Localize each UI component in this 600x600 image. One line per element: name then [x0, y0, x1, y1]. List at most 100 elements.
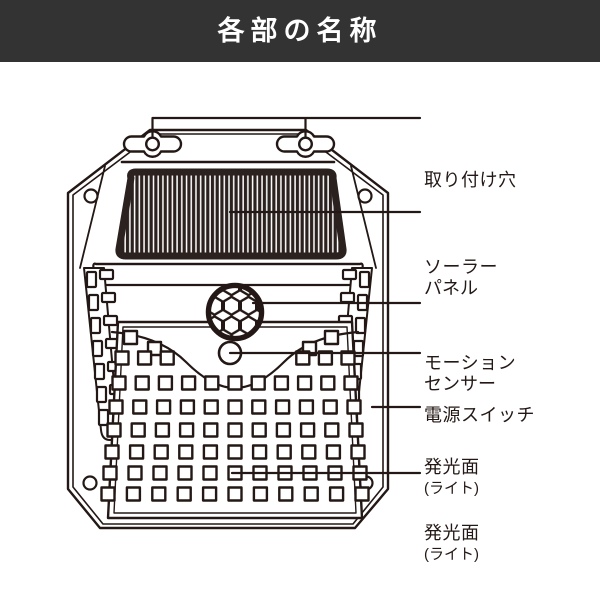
led-cell: [295, 350, 311, 366]
led-cell: [299, 422, 316, 438]
callout-mounting-holes: 取り付け穴: [424, 170, 517, 191]
callout-motion-sensor-sub: センサー: [424, 374, 496, 394]
led-cell: [276, 444, 292, 460]
screw-hole-upper-left: [83, 188, 99, 204]
motion-sensor-outline: [208, 285, 262, 339]
led-cell: [273, 375, 290, 391]
led-cell: [320, 375, 336, 391]
led-cell: [227, 375, 243, 391]
callout-light-face-2: 発光面 (ライト): [424, 523, 480, 565]
callout-motion-sensor-text: モーション: [424, 353, 517, 373]
vent-slots-left: [85, 268, 125, 427]
led-cell: [227, 422, 243, 438]
led-cell: [322, 399, 338, 415]
led-cell: [155, 399, 172, 415]
callout-light-face-2-text: 発光面: [424, 523, 480, 543]
led-cell: [100, 486, 116, 502]
shoulder-left: [79, 165, 106, 269]
led-cell: [298, 399, 315, 415]
led-cell: [134, 375, 150, 391]
callout-power-switch-text: 電源スイッチ: [424, 405, 535, 425]
led-cell: [301, 444, 317, 460]
led-cell: [178, 444, 194, 460]
led-cell: [180, 375, 197, 391]
led-cell: [179, 399, 196, 415]
led-grid: [100, 350, 370, 502]
mounting-slot-right-hole: [298, 136, 314, 152]
callout-solar-panel: ソーラー パネル: [424, 257, 498, 299]
callout-motion-sensor: モーション センサー: [424, 353, 516, 395]
led-cell: [324, 422, 340, 438]
led-cell: [278, 486, 294, 502]
callout-solar-panel-text: ソーラー: [424, 257, 498, 277]
callout-power-switch: 電源スイッチ: [424, 405, 535, 426]
callout-solar-panel-sub: パネル: [424, 278, 478, 298]
led-cell: [153, 444, 169, 460]
led-cell: [274, 399, 291, 415]
led-cell: [178, 422, 195, 438]
led-cell: [348, 422, 364, 438]
led-cell: [152, 465, 168, 481]
led-cell: [154, 422, 171, 438]
led-cell: [114, 350, 130, 366]
callout-light-face-1-sub: (ライト): [424, 480, 479, 497]
led-cell: [157, 375, 174, 391]
led-cell: [346, 399, 362, 415]
callout-light-face-1-text: 発光面: [424, 457, 480, 477]
led-cell: [202, 444, 219, 460]
led-cell: [354, 486, 370, 502]
leader-lines: [151, 116, 422, 475]
mid-band: [92, 262, 364, 287]
led-cell: [136, 350, 153, 366]
led-cell: [201, 486, 218, 502]
led-cell: [343, 375, 359, 391]
led-cell: [250, 375, 266, 391]
led-cell: [202, 465, 218, 481]
callout-light-face-1: 発光面 (ライト): [424, 457, 480, 499]
led-cell: [350, 444, 366, 460]
led-cell: [340, 350, 356, 366]
solar-panel: [115, 168, 347, 260]
shoulder-right: [350, 165, 377, 269]
led-cell: [227, 486, 243, 502]
callout-mounting-holes-text: 取り付け穴: [424, 170, 517, 190]
led-cell: [102, 465, 118, 481]
leader-mounting-holes: [151, 116, 422, 139]
led-cell: [151, 486, 167, 502]
led-cell: [252, 486, 269, 502]
led-cell: [328, 486, 345, 502]
led-cell: [177, 465, 193, 481]
led-cell: [125, 486, 142, 502]
led-cell: [127, 465, 143, 481]
led-cell: [132, 399, 148, 415]
led-cell: [251, 399, 267, 415]
led-cell: [104, 444, 120, 460]
led-cell: [204, 375, 220, 391]
led-cell: [275, 422, 292, 438]
led-cell: [159, 350, 175, 366]
led-cell: [128, 444, 145, 460]
led-cell: [296, 375, 313, 391]
led-cell: [325, 444, 342, 460]
led-cell: [108, 399, 124, 415]
screw-hole-upper-right: [357, 188, 373, 204]
led-cell: [251, 422, 267, 438]
diagram-stage: [0, 62, 600, 600]
device-inner-shell: [72, 133, 384, 525]
led-cell: [303, 486, 319, 502]
led-cell: [203, 399, 219, 415]
mounting-slot-left-hole: [144, 136, 160, 152]
led-cell: [130, 422, 146, 438]
page-header: 各部の名称: [0, 0, 600, 62]
motion-sensor-lens: [210, 287, 260, 337]
led-cell: [111, 375, 127, 391]
led-cell: [227, 444, 243, 460]
led-cell: [176, 486, 192, 502]
led-cell: [203, 422, 219, 438]
led-cell: [317, 350, 334, 366]
device-illustration: [66, 116, 422, 530]
led-cell: [106, 422, 122, 438]
led-cell: [227, 399, 243, 415]
screw-hole-lower-left: [82, 475, 98, 491]
